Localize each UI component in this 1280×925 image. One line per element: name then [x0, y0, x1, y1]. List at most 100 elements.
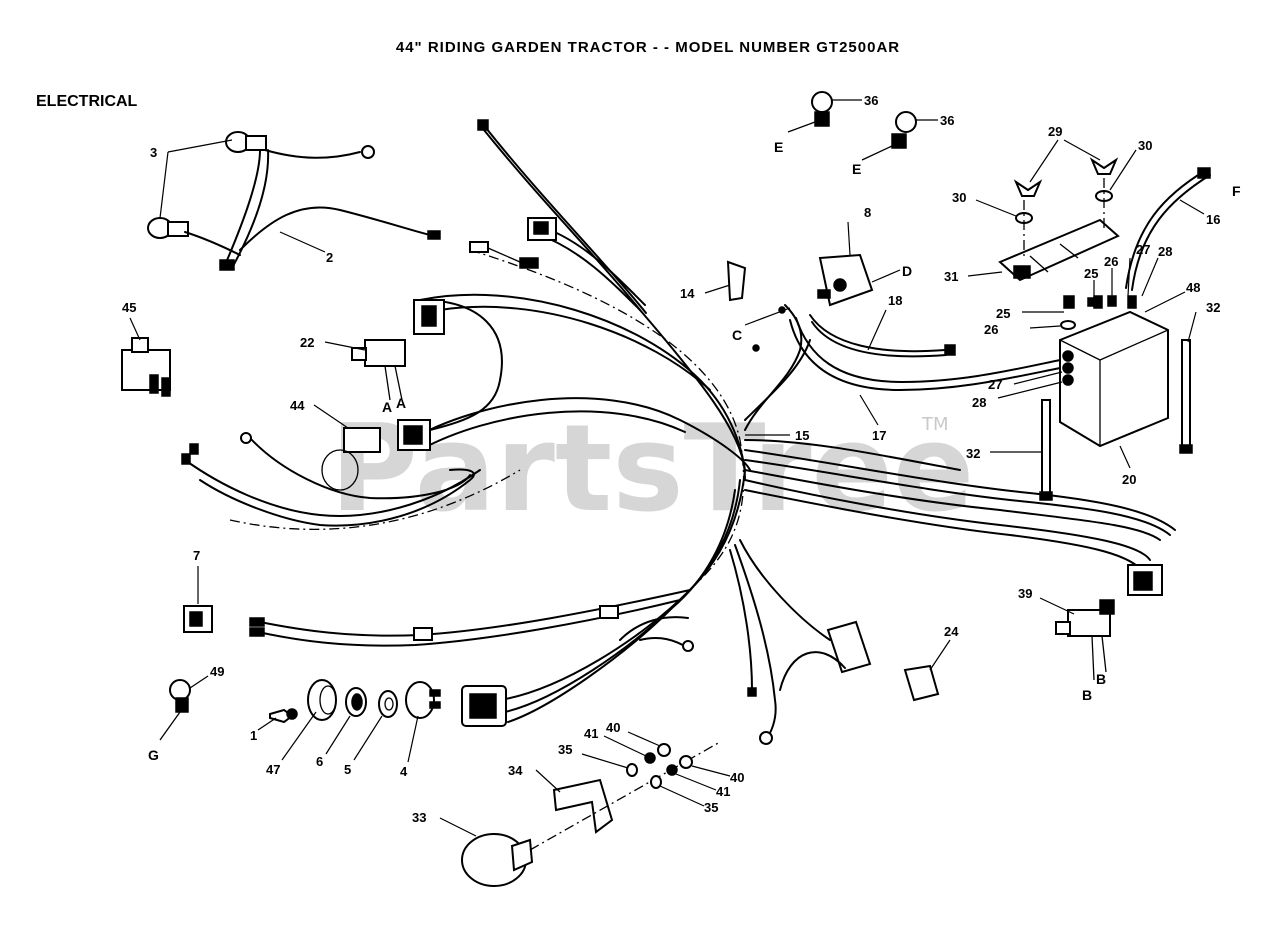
cable-18[interactable]	[809, 314, 956, 358]
letter-b2: B	[1096, 671, 1106, 687]
leader-45	[129, 317, 141, 341]
callout-22: 22	[300, 335, 314, 350]
leader-39	[1039, 597, 1075, 615]
leader-8	[847, 221, 851, 256]
wing-nut-29b[interactable]	[1089, 157, 1119, 175]
callout-25a: 25	[996, 306, 1010, 321]
bolt-32-left[interactable]	[1039, 399, 1053, 501]
key-1[interactable]	[269, 708, 298, 724]
callout-45: 45	[122, 300, 136, 315]
switch-39[interactable]	[1055, 599, 1115, 681]
harness-connector-right[interactable]	[1127, 564, 1163, 596]
connector-49[interactable]	[159, 679, 191, 741]
switch-cover-47[interactable]	[307, 679, 337, 721]
callout-2: 2	[326, 250, 333, 265]
callout-8: 8	[864, 205, 871, 220]
callout-32a: 32	[1206, 300, 1220, 315]
bolt-32-right[interactable]	[1179, 339, 1193, 454]
callout-18: 18	[888, 293, 902, 308]
leader-34	[535, 769, 561, 793]
ignition-connector-plug[interactable]	[461, 685, 507, 727]
connector-block-mid[interactable]	[397, 419, 431, 451]
callout-47: 47	[266, 762, 280, 777]
leader-28b	[997, 381, 1063, 399]
callout-27a: 27	[1136, 242, 1150, 257]
callout-1: 1	[250, 728, 257, 743]
wire-ends-left[interactable]	[249, 605, 619, 641]
leader-35a	[581, 753, 629, 769]
letter-e1: E	[774, 139, 783, 155]
letter-f: F	[1232, 183, 1241, 199]
callout-14: 14	[680, 286, 695, 301]
connector-36-lower[interactable]	[861, 111, 917, 161]
leader-40b	[691, 765, 731, 777]
connector-lower-mid[interactable]	[779, 620, 872, 691]
loose-terminals-left[interactable]	[181, 119, 489, 465]
ring-terminal-lower[interactable]	[682, 640, 773, 745]
letter-g: G	[148, 747, 159, 763]
callout-40a: 40	[606, 720, 620, 735]
leader-d	[871, 269, 901, 283]
callout-29: 29	[1048, 124, 1062, 139]
callout-20: 20	[1122, 472, 1136, 487]
leader-28a	[1141, 257, 1159, 297]
leader-3a	[167, 139, 233, 153]
headlight-assembly[interactable]	[147, 131, 441, 271]
leader-2	[279, 231, 326, 253]
connector-cap-14[interactable]	[726, 260, 747, 302]
washer-5[interactable]	[378, 690, 398, 718]
callout-32b: 32	[966, 446, 980, 461]
fuse-holder-44[interactable]	[321, 427, 381, 491]
solenoid-22[interactable]	[351, 339, 406, 401]
bracket-34[interactable]	[552, 778, 614, 834]
callout-31: 31	[944, 269, 958, 284]
letter-b1: B	[1082, 687, 1092, 703]
ignition-switch-4[interactable]	[405, 681, 441, 719]
leader-29b	[1063, 139, 1101, 161]
leader-35b	[659, 785, 705, 807]
letter-a2: A	[396, 395, 406, 411]
leader-27a	[1127, 257, 1131, 297]
part-7[interactable]	[183, 605, 213, 633]
leader-24	[929, 639, 951, 671]
leader-32a	[1187, 311, 1197, 343]
callout-41a: 41	[584, 726, 598, 741]
leader-27b	[1013, 371, 1063, 385]
wing-nut-29a[interactable]	[1013, 179, 1043, 197]
terminal-stack-27-28[interactable]	[1062, 350, 1074, 386]
callout-7: 7	[193, 548, 200, 563]
terminal-top[interactable]	[469, 241, 539, 269]
fuse-24[interactable]	[903, 664, 940, 702]
callout-49: 49	[210, 664, 224, 679]
callout-44: 44	[290, 398, 305, 413]
callout-30a: 30	[952, 190, 966, 205]
lamp-33[interactable]	[461, 833, 534, 887]
switch-8[interactable]	[817, 253, 874, 307]
connector-36-upper[interactable]	[787, 91, 833, 133]
cable-16[interactable]	[1125, 167, 1211, 291]
battery-20[interactable]	[1059, 295, 1169, 448]
section-label: ELECTRICAL	[36, 93, 138, 110]
nut-6[interactable]	[345, 687, 367, 717]
battery-holddown-31[interactable]	[998, 218, 1120, 282]
callout-30b: 30	[1138, 138, 1152, 153]
callout-3: 3	[150, 145, 157, 160]
callout-34: 34	[508, 763, 523, 778]
hardware-35-40-41[interactable]	[626, 743, 693, 789]
letter-a1: A	[382, 399, 392, 415]
leader-31	[967, 271, 1003, 277]
connector-block-upper[interactable]	[413, 299, 445, 335]
switch-45[interactable]	[121, 337, 171, 397]
leader-4	[407, 715, 419, 763]
leader-17	[859, 394, 879, 426]
leader-40a	[627, 731, 661, 747]
callout-25b: 25	[1084, 266, 1098, 281]
battery-cable-17[interactable]	[789, 317, 1061, 392]
callout-15: 15	[795, 428, 809, 443]
leader-3b	[159, 151, 169, 219]
connector-top[interactable]	[527, 217, 557, 241]
callout-39: 39	[1018, 586, 1032, 601]
leader-18	[867, 309, 887, 351]
callout-48: 48	[1186, 280, 1200, 295]
